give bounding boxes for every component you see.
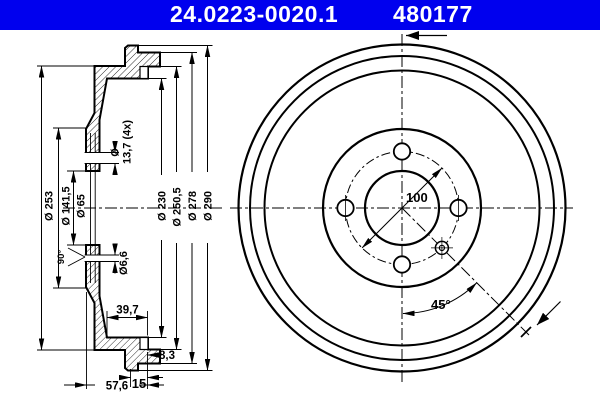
dim-label-rim-offset: 8,3 (159, 350, 175, 362)
header-bar: 24.0223-0020.1 480177 (0, 0, 600, 30)
dim-arc-45 (402, 282, 477, 317)
mouth-groove-bottom (139, 336, 149, 351)
dim-label-flange-diameter: Ø 141,5 (61, 186, 73, 225)
dim-label-mouth-diameter: Ø 250,5 (172, 187, 184, 226)
dim-label-outer-lip-diameter: Ø 253 (44, 191, 56, 221)
dim-label-countersink-angle: 90° (56, 250, 67, 265)
front-view: 100 45° (230, 31, 573, 384)
dim-label-friction-diameter: Ø 230 (156, 191, 168, 221)
dim-label-bore-diameter: Ø 65 (76, 194, 88, 218)
dim-label-bolt-hole-diameter: 13,7 (4x) (122, 120, 134, 164)
bolt-hole-bottom (392, 255, 412, 274)
part-number: 24.0223-0020.1 (170, 1, 339, 27)
dim-label-hole-angle: 45° (431, 297, 451, 312)
bolt-hole-void (84, 152, 101, 164)
dim-label-max-diameter: Ø 290 (202, 191, 214, 221)
dim-label-rim-diameter: Ø 278 (187, 191, 199, 221)
locating-hole-void (84, 255, 101, 262)
dim-label-locating-hole-diameter: Ø6,6 (118, 251, 130, 275)
dim-label-total-width: 57,6 (106, 381, 128, 393)
section-view: Ø 253 Ø 141,5 Ø 65 Ø 13,7 (4x) Ø6,6 90° (37, 44, 223, 393)
dim-label-bolt-hole-prefix: Ø (110, 148, 122, 157)
dim-label-bolt-circle: 100 (406, 190, 428, 205)
mouth-groove-top (139, 65, 149, 80)
section-arrow-bottom-right (536, 301, 561, 326)
diagonal-45-centerline (401, 207, 530, 336)
bolt-hole-top (392, 142, 412, 161)
dim-label-rim-width: 15 (132, 376, 146, 391)
dim-line-bolt-circle (361, 167, 443, 249)
section-line-end-tick (520, 326, 532, 338)
catalog-number: 480177 (393, 1, 473, 27)
dim-label-drum-depth: 39,7 (116, 305, 138, 317)
